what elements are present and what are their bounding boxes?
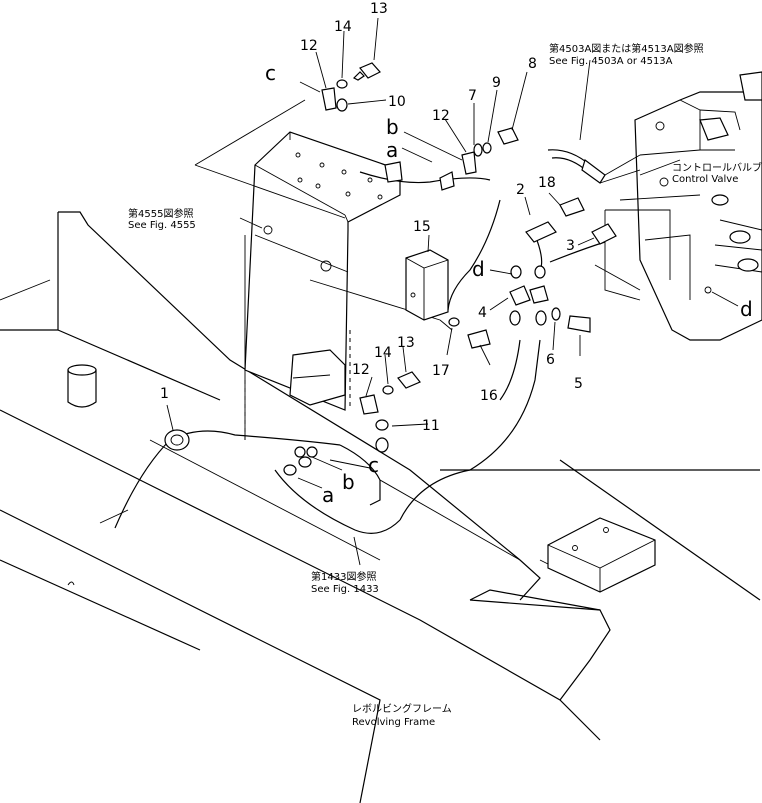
callout-11: 11: [422, 418, 440, 434]
callout-13-low: 13: [397, 335, 415, 351]
letter-d-mid: d: [472, 257, 485, 281]
ref-control-valve-en: Control Valve: [672, 174, 738, 185]
callout-10: 10: [388, 94, 406, 110]
callout-7: 7: [468, 88, 477, 104]
reference-labels: 第4503A図または第4513A図参照 See Fig. 4503A or 45…: [128, 42, 762, 728]
callout-12-low: 12: [352, 362, 370, 378]
ref-fig4555-jp: 第4555図参照: [128, 207, 193, 220]
letter-b-top: b: [386, 115, 399, 139]
ref-revolving-frame-jp: レボルビングフレーム: [352, 702, 452, 715]
callout-2: 2: [516, 182, 525, 198]
callout-14-top: 14: [334, 19, 352, 35]
ref-fig4503-en: See Fig. 4503A or 4513A: [549, 56, 673, 67]
callout-6: 6: [546, 352, 555, 368]
callout-4: 4: [478, 305, 487, 321]
revolving-frame: [0, 176, 761, 803]
letter-b-bottom: b: [342, 470, 355, 494]
pressure-switch-15: [405, 249, 449, 321]
callout-5: 5: [574, 376, 583, 392]
ref-fig1433-en: See Fig. 1433: [311, 584, 379, 595]
letter-a-bottom: a: [322, 483, 334, 507]
wire-harness: [99, 171, 606, 534]
callout-8: 8: [528, 56, 537, 72]
parts: [164, 62, 617, 476]
ref-fig4503-jp: 第4503A図または第4513A図参照: [549, 42, 704, 55]
callout-17: 17: [432, 363, 450, 379]
callout-12-mid: 12: [432, 108, 450, 124]
hose: [547, 149, 641, 184]
letter-a-top: a: [386, 138, 398, 162]
ref-control-valve-jp: コントロールバルブ: [672, 161, 762, 174]
callout-16: 16: [480, 388, 498, 404]
ref-fig4555-en: See Fig. 4555: [128, 220, 196, 231]
callout-18: 18: [538, 175, 556, 191]
callout-1: 1: [160, 386, 169, 402]
ref-fig1433-jp: 第1433図参照: [311, 570, 376, 583]
callout-14-low: 14: [374, 345, 392, 361]
bracket-plate: [194, 99, 453, 440]
connection-letters: c b a d d b c a: [265, 61, 753, 507]
callout-15: 15: [413, 219, 431, 235]
callout-3: 3: [566, 238, 575, 254]
ref-revolving-frame-en: Revolving Frame: [352, 717, 435, 728]
callout-numbers: 1 2 3 4 5 6 7 8 9 10 11 12 12 12 13 13 1…: [160, 1, 583, 434]
letter-c-top: c: [265, 61, 276, 85]
letter-d-right: d: [740, 297, 753, 321]
leader-lines: [166, 17, 739, 566]
callout-9: 9: [492, 75, 501, 91]
callout-13-top: 13: [370, 1, 388, 17]
lower-bracket: [289, 349, 346, 406]
callout-12-top: 12: [300, 38, 318, 54]
control-valve: [594, 71, 762, 341]
letter-c-bottom: c: [368, 453, 379, 477]
